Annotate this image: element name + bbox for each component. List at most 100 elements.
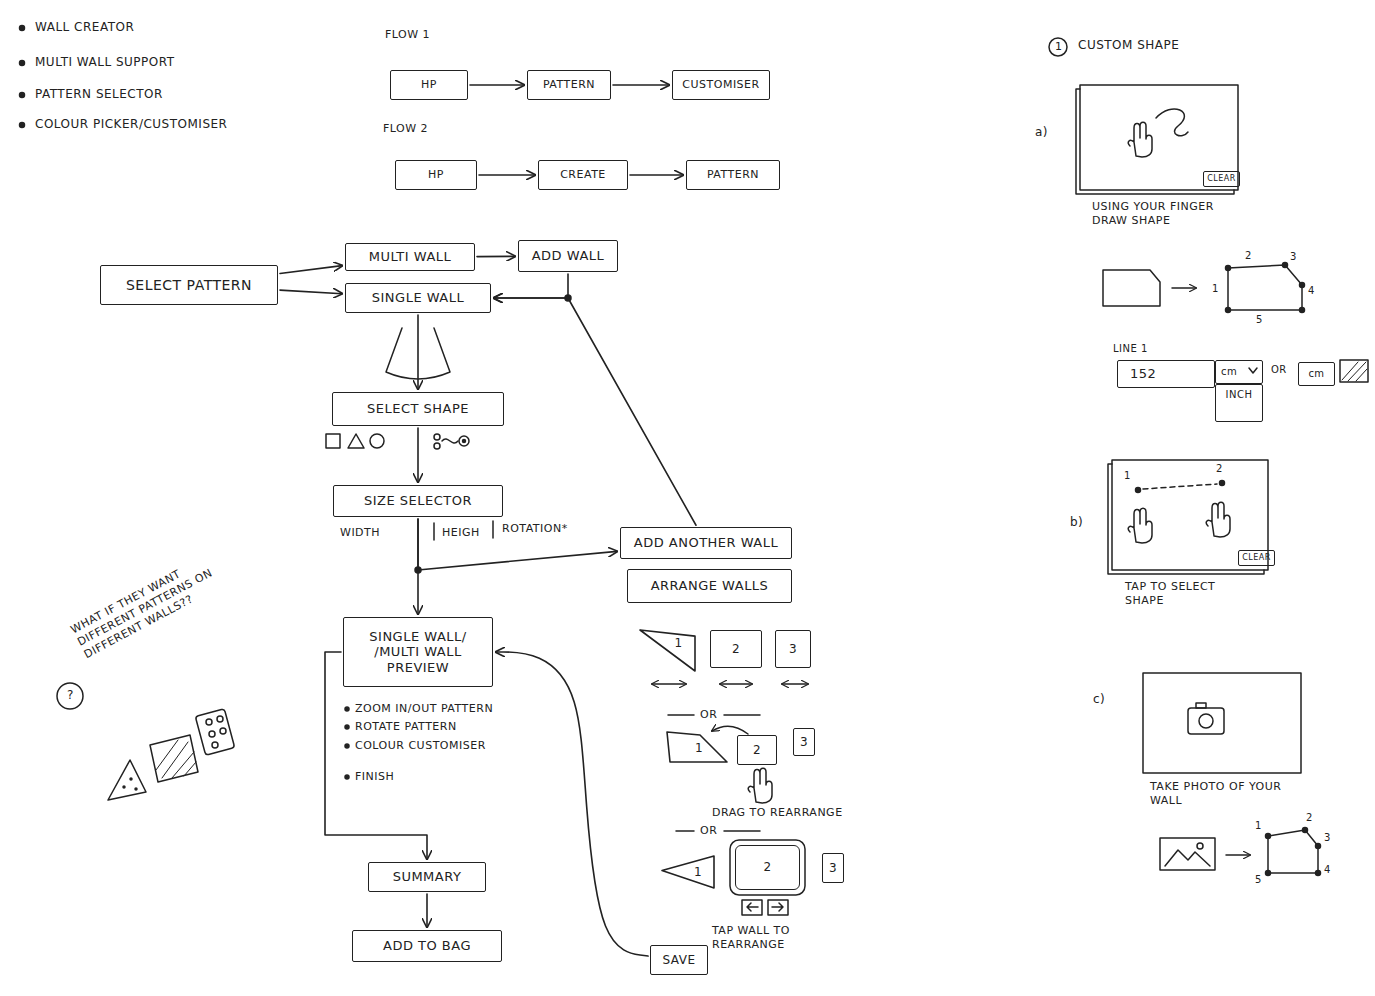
wall-tile-outline	[640, 630, 695, 671]
hand-icon	[748, 768, 772, 803]
image-icon	[1197, 843, 1203, 849]
tap-point	[1220, 481, 1225, 486]
separator-bar	[433, 523, 435, 540]
flow-title: FLOW 2	[383, 122, 428, 136]
size-field: ROTATION*	[502, 522, 568, 536]
number-circle	[1049, 38, 1067, 56]
flow-arrow	[477, 256, 515, 258]
preview-option: FINISH	[355, 770, 394, 784]
toggle-box: cm	[1298, 362, 1335, 386]
or-divider: OR	[700, 824, 717, 838]
screen-shadow	[1108, 464, 1264, 574]
field-label: LINE 1	[1113, 343, 1148, 356]
screen-frame	[1143, 673, 1301, 773]
drag-arrow	[712, 726, 748, 734]
box-label: SIZE SELECTOR	[364, 493, 472, 509]
or-divider: OR	[1271, 364, 1287, 377]
hatched-toggle	[1342, 362, 1367, 381]
screen-frame	[1080, 85, 1238, 190]
wall-tile: 1	[662, 856, 714, 888]
shape-option-icon	[442, 439, 458, 443]
flow-arrow	[280, 290, 342, 294]
size-field: HEIGH	[442, 526, 480, 540]
wall-tile: 2	[735, 845, 800, 890]
vertex-dot	[1266, 834, 1271, 839]
box-label: 1	[694, 865, 702, 879]
selection-outline	[730, 840, 805, 895]
screen-box: PATTERN	[686, 160, 780, 190]
pattern-sample	[209, 731, 215, 737]
bullet-dot	[20, 93, 25, 98]
box-label: SUMMARY	[393, 869, 462, 885]
button-box: CLEAR	[1238, 550, 1275, 566]
wall-tile: 3	[793, 728, 815, 756]
box-label: 1	[695, 741, 703, 755]
flow-title: FLOW 1	[385, 28, 430, 42]
process-box: ADD ANOTHER WALL	[620, 527, 792, 559]
button-box: CLEAR	[1203, 171, 1240, 187]
flow-arrow	[426, 894, 428, 927]
wall-tile: 3	[775, 630, 811, 668]
camera-icon	[1199, 714, 1213, 728]
process-box: SINGLE WALL	[345, 283, 491, 313]
process-box: ADD TO BAG	[352, 930, 502, 962]
box-label: ADD ANOTHER WALL	[634, 535, 779, 551]
point-number: 2	[1216, 463, 1223, 476]
arrow-button	[742, 900, 762, 915]
divider-line	[676, 830, 760, 832]
hint-text: TAKE PHOTO OF YOUR WALL	[1150, 780, 1300, 808]
flow-arrow	[494, 274, 568, 298]
box-label: 3	[829, 861, 837, 875]
box-label: CLEAR	[1207, 174, 1236, 184]
edge-number: 4	[1324, 864, 1331, 877]
box-label: PATTERN	[543, 78, 595, 91]
wall-tile-outline	[640, 630, 695, 671]
image-icon	[1165, 850, 1210, 866]
flow-arrow	[496, 652, 648, 956]
box-label: ADD WALL	[532, 248, 605, 264]
box-label: SAVE	[662, 953, 695, 967]
hand-icon	[1128, 508, 1152, 543]
wall-tile: 2	[710, 630, 762, 668]
question-circle	[57, 683, 83, 709]
box-label: CREATE	[560, 168, 606, 181]
edge-number: 3	[1290, 251, 1297, 264]
or-divider: OR	[700, 708, 717, 722]
screen-box: PATTERN	[527, 70, 611, 100]
process-box: MULTI WALL	[345, 243, 475, 271]
box-label: HP	[428, 168, 444, 181]
shape-option-icon	[326, 434, 340, 448]
edge-number: 1	[1255, 820, 1262, 833]
pattern-sample	[156, 740, 196, 778]
shape-option-icon	[434, 434, 440, 440]
edge-number: 2	[1245, 250, 1252, 263]
box-label: MULTI WALL	[369, 249, 452, 265]
box-label: SELECT PATTERN	[126, 277, 252, 294]
flow-arrow	[417, 428, 419, 482]
edge-number: 4	[1308, 285, 1315, 298]
option-letter: c)	[1093, 692, 1105, 707]
vertex-dot	[1300, 308, 1305, 313]
flow-arrow	[280, 266, 342, 274]
feature-item: MULTI WALL SUPPORT	[35, 55, 175, 70]
bullet-dot	[20, 26, 25, 31]
transform-arrow	[1226, 854, 1250, 856]
hint-text: TAP WALL TO REARRANGE	[712, 924, 837, 952]
flow-arrow	[470, 84, 524, 86]
option-letter: a)	[1035, 125, 1048, 140]
bullet-dot	[20, 61, 25, 66]
option-letter: b)	[1070, 515, 1083, 530]
box-label: SINGLE WALL	[372, 290, 465, 306]
edge-number: 5	[1256, 314, 1263, 327]
arrow-glyph	[747, 903, 758, 911]
box-label: 2	[753, 743, 761, 757]
camera-icon	[1188, 708, 1224, 734]
edge-number: 5	[1255, 874, 1262, 887]
vertex-dot	[1300, 283, 1305, 288]
image-icon	[1160, 838, 1215, 870]
flow-arrow	[418, 519, 617, 570]
draw-stroke	[1156, 109, 1188, 136]
wall-tile: 1	[640, 630, 695, 671]
